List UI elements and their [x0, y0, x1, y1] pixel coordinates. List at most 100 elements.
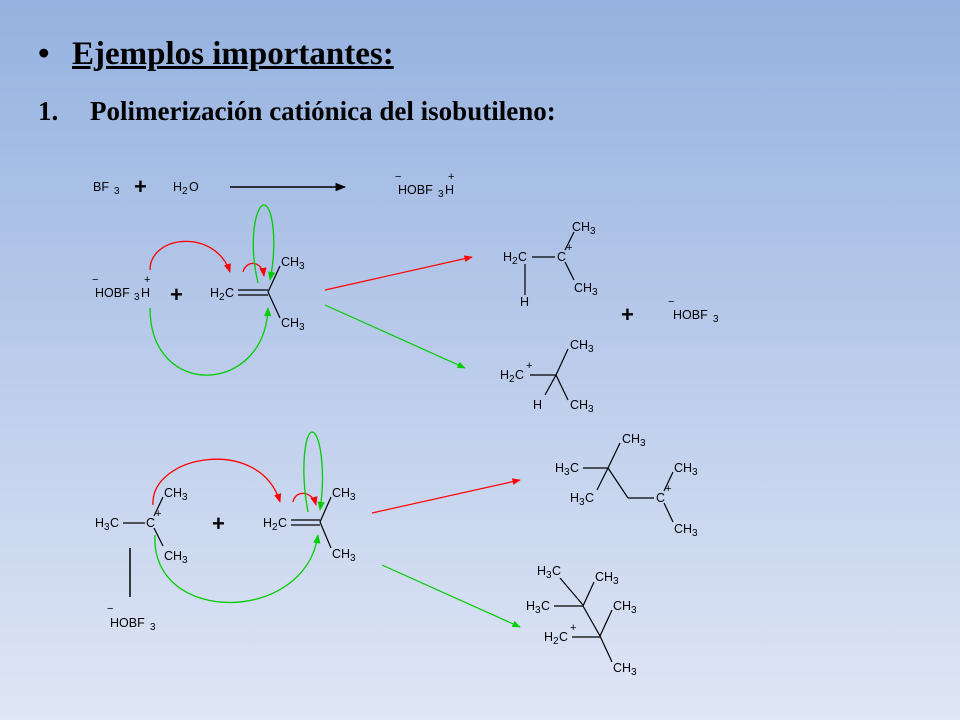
hobf3-h: H [141, 286, 150, 300]
ch3-label: CH [572, 220, 590, 234]
plus-charge: + [566, 242, 572, 254]
h2c-subscript: 2 [272, 522, 278, 533]
h3c-subscript: 3 [546, 570, 552, 581]
ch3-label: CH [281, 255, 299, 269]
hobf3-label: HOBF [398, 183, 433, 197]
hobf3-subscript: 3 [150, 622, 156, 633]
h3c-h: H [555, 461, 564, 475]
h3c-h: H [526, 599, 535, 613]
ch3-label: CH [622, 432, 640, 446]
h3c-c: C [541, 599, 550, 613]
h2c-h: H [544, 630, 553, 644]
curved-arrow-green [252, 204, 276, 284]
plus-charge: + [665, 483, 671, 495]
ch3-subscript: 3 [299, 261, 305, 272]
bond-line [544, 374, 557, 396]
reaction-arrow-green [324, 304, 466, 369]
bond-line [564, 231, 575, 251]
h3c-subscript: 3 [104, 522, 110, 533]
ch3-label: CH [164, 549, 182, 563]
plus-sign: + [621, 302, 634, 327]
ch3-subscript: 3 [588, 344, 594, 355]
minus-charge: − [668, 296, 674, 308]
plus-charge: + [448, 171, 454, 183]
hobf3-subscript: 3 [134, 292, 140, 303]
ch3-label: CH [164, 486, 182, 500]
bond-line [319, 496, 332, 523]
bond-line [596, 467, 609, 491]
ch3-subscript: 3 [350, 553, 356, 564]
ch3-label: CH [281, 316, 299, 330]
bond-line [559, 577, 584, 606]
h2c-h: H [210, 286, 219, 300]
h3c-c: C [552, 564, 561, 578]
plus-sign: + [170, 282, 183, 307]
reaction-arrow-green [381, 564, 521, 628]
curved-arrow-red [152, 458, 282, 506]
h3c-subscript: 3 [564, 467, 570, 478]
subheading-number: 1. [38, 96, 59, 126]
h3c-h: H [537, 564, 546, 578]
ch3-subscript: 3 [590, 226, 596, 237]
h2c-subscript: 2 [219, 292, 225, 303]
h3c-h: H [570, 491, 579, 505]
counterion: − HOBF 3 [668, 296, 719, 325]
curved-arrow-green [154, 534, 321, 603]
bf3-subscript: 3 [114, 186, 120, 197]
curved-arrow-red [242, 262, 267, 277]
heading-bullet: • [38, 36, 50, 72]
hobf3-h: H [445, 183, 454, 197]
h2c-c: C [518, 250, 527, 264]
h2c-subscript: 2 [509, 374, 515, 385]
plus-sign: + [212, 511, 225, 536]
tertiary-cation-product: H 2 C H C + CH 3 CH 3 [503, 220, 598, 309]
propagation-step: H 3 C C + CH 3 CH 3 − HOBF 3 + H 2 C CH … [95, 431, 521, 633]
h-label: H [520, 295, 529, 309]
ch3-label: CH [332, 486, 350, 500]
bond-line [582, 605, 601, 637]
bond-line [582, 581, 595, 607]
ch3-subscript: 3 [631, 667, 637, 678]
ch3-subscript: 3 [299, 322, 305, 333]
plus-charge: + [570, 622, 576, 634]
h-label: H [533, 398, 542, 412]
plus-charge: + [526, 360, 532, 372]
h2c-c: C [225, 286, 234, 300]
reaction-arrow-red [324, 255, 473, 291]
bond-line [607, 442, 621, 469]
h2c-h: H [263, 516, 272, 530]
ch3-subscript: 3 [631, 605, 637, 616]
ch3-subscript: 3 [692, 528, 698, 539]
hobf3-label: HOBF [673, 308, 708, 322]
bond-line [153, 527, 164, 547]
reaction-arrow-red [371, 478, 521, 514]
h3c-subscript: 3 [579, 497, 585, 508]
h2c-c: C [559, 630, 568, 644]
ch3-label: CH [613, 661, 631, 675]
h2c-h: H [500, 368, 509, 382]
rearranged-cation-product: H 3 C H 3 C CH 3 CH 3 CH 3 H 2 C + [526, 564, 637, 678]
curved-arrow-green [149, 307, 272, 376]
minus-charge: − [107, 603, 113, 615]
minus-charge: − [395, 171, 401, 183]
c-label: C [656, 491, 665, 505]
ch3-label: CH [574, 281, 592, 295]
h2c-subscript: 2 [553, 636, 559, 647]
bond-line [663, 502, 674, 523]
h3c-c: C [110, 516, 119, 530]
water-subscript: 2 [182, 186, 188, 197]
h3c-c: C [585, 491, 594, 505]
ch3-subscript: 3 [613, 576, 619, 587]
bond-line [599, 635, 613, 663]
h2c-subscript: 2 [512, 256, 518, 267]
plus-charge: + [144, 274, 150, 286]
curved-arrow-red [149, 240, 231, 273]
h2c-h: H [503, 250, 512, 264]
plus-charge: + [155, 508, 161, 520]
water-h: H [173, 180, 182, 194]
bond-line [555, 348, 569, 376]
bond-line [319, 521, 332, 549]
ch3-subscript: 3 [182, 555, 188, 566]
ch3-label: CH [570, 398, 588, 412]
